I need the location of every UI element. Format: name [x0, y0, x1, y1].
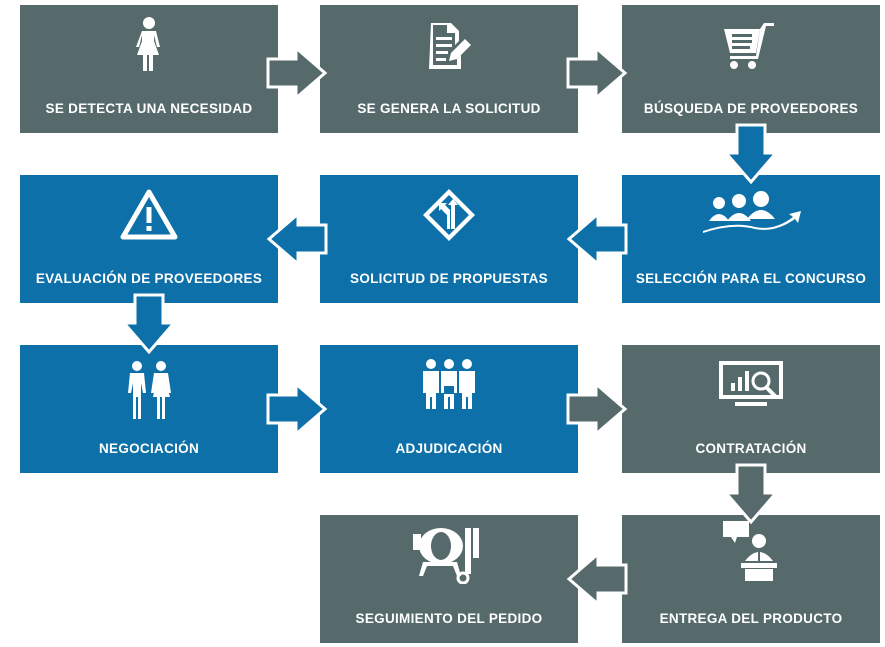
arrow-down	[121, 293, 177, 355]
step-seleccion-para-el-concurso: SELECCIÓN PARA EL CONCURSO	[622, 175, 880, 303]
shopping-cart-icon	[622, 17, 880, 73]
step-label: ENTREGA DEL PRODUCTO	[659, 611, 843, 626]
business-people-icon	[20, 361, 278, 419]
warning-icon	[20, 187, 278, 243]
arrow-left	[566, 211, 628, 267]
arrow-right	[266, 45, 328, 101]
step-label: EVALUACIÓN DE PROVEEDORES	[35, 271, 263, 286]
step-label: SELECCIÓN PARA EL CONCURSO	[635, 271, 867, 286]
presenter-icon	[622, 519, 880, 583]
step-evaluacion-de-proveedores: EVALUACIÓN DE PROVEEDORES	[20, 175, 278, 303]
arrow-down	[723, 463, 779, 525]
arrow-right	[266, 381, 328, 437]
monitor-chart-icon	[622, 357, 880, 413]
step-adjudicacion: ADJUDICACIÓN	[320, 345, 578, 473]
step-label: ADJUDICACIÓN	[395, 441, 503, 456]
step-label: SE DETECTA UNA NECESIDAD	[45, 101, 253, 116]
arrow-down	[723, 123, 779, 185]
step-se-detecta-una-necesidad: SE DETECTA UNA NECESIDAD	[20, 5, 278, 133]
step-label: SEGUIMIENTO DEL PEDIDO	[355, 611, 543, 626]
step-label: SOLICITUD DE PROPUESTAS	[350, 271, 548, 286]
step-label: NEGOCIACIÓN	[98, 441, 200, 456]
arrow-right	[566, 45, 628, 101]
step-solicitud-de-propuestas: SOLICITUD DE PROPUESTAS	[320, 175, 578, 303]
step-negociacion: NEGOCIACIÓN	[20, 345, 278, 473]
person-icon	[20, 17, 278, 73]
arrow-left	[266, 211, 328, 267]
arrow-right	[566, 381, 628, 437]
step-label: SE GENERA LA SOLICITUD	[357, 101, 541, 116]
arrow-left	[566, 551, 628, 607]
team-icon	[320, 357, 578, 413]
road-sign-icon	[320, 187, 578, 243]
step-contratacion: CONTRATACIÓN	[622, 345, 880, 473]
step-busqueda-de-proveedores: BÚSQUEDA DE PROVEEDORES	[622, 5, 880, 133]
document-edit-icon	[320, 17, 578, 73]
step-seguimiento-del-pedido: SEGUIMIENTO DEL PEDIDO	[320, 515, 578, 643]
step-label: CONTRATACIÓN	[695, 441, 807, 456]
cement-mixer-icon	[320, 521, 578, 585]
step-label: BÚSQUEDA DE PROVEEDORES	[643, 101, 859, 116]
step-entrega-del-producto: ENTREGA DEL PRODUCTO	[622, 515, 880, 643]
step-se-genera-la-solicitud: SE GENERA LA SOLICITUD	[320, 5, 578, 133]
team-growth-icon	[622, 187, 880, 243]
